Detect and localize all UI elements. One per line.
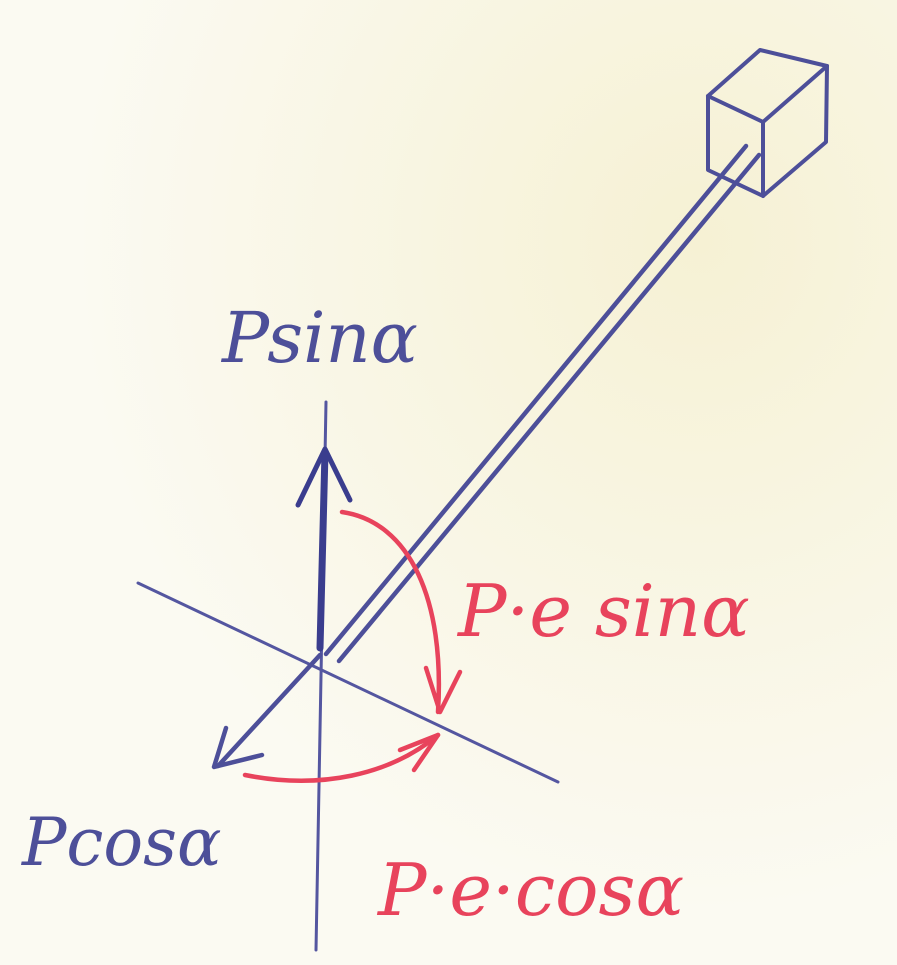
cube	[706, 48, 829, 198]
p-cos-label: Pcosα	[21, 804, 222, 881]
moment-arc-cos	[242, 732, 441, 783]
moment-arc-sin	[339, 509, 463, 715]
pe-sin-label: P·e sinα	[456, 569, 750, 653]
p-cos-arrow	[211, 652, 323, 770]
lever-bar	[323, 143, 762, 664]
p-sin-label: Psinα	[220, 297, 418, 379]
pe-cos-label: P·e·cosα	[376, 848, 684, 932]
diagonal-axis-line	[136, 581, 560, 784]
p-sin-arrow	[295, 446, 353, 652]
